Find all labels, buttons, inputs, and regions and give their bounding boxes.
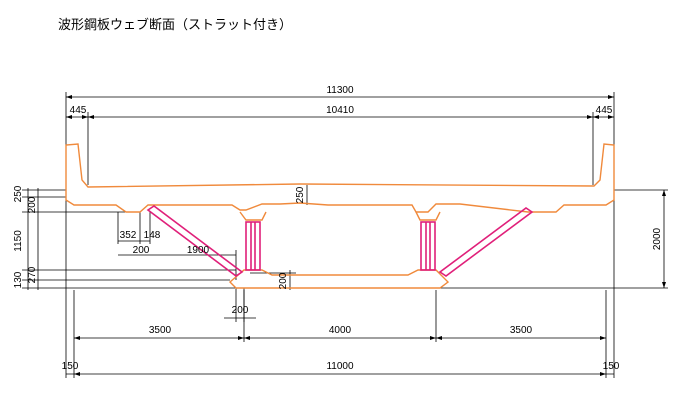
dim-bot-right-150: 150 (603, 361, 620, 372)
dim-left-250: 250 (13, 185, 24, 202)
dim-span-right: 3500 (510, 325, 533, 336)
dimension-texts: 11300 445 10410 445 250 200 1150 130 270… (13, 85, 663, 372)
dim-top-inner: 10410 (326, 105, 354, 116)
steel-webs (245, 221, 436, 271)
dim-top-right-overhang: 445 (596, 105, 613, 116)
dim-span-mid: 4000 (329, 325, 352, 336)
dim-haunch-148: 148 (144, 230, 161, 241)
dim-bottom-200-v: 200 (278, 272, 289, 289)
dim-left-270: 270 (27, 266, 38, 283)
drawing-title: 波形鋼板ウェブ断面（ストラット付き） (58, 18, 293, 33)
dim-bottom-200-h: 200 (232, 305, 249, 316)
dim-bot-total: 11000 (326, 361, 354, 372)
girder-outline (65, 143, 615, 289)
dimension-arrows (66, 95, 666, 376)
dim-haunch-200: 200 (133, 245, 150, 256)
dim-top-left-overhang: 445 (70, 105, 87, 116)
dim-right-2000: 2000 (652, 227, 663, 250)
dim-bot-left-150: 150 (62, 361, 79, 372)
struts (146, 205, 534, 277)
dimension-lines (22, 92, 668, 378)
dim-span-left: 3500 (149, 325, 172, 336)
dim-left-130: 130 (13, 271, 24, 288)
dim-strut-1900: 1900 (187, 245, 210, 256)
dim-deck-250: 250 (295, 186, 306, 203)
dim-top-total: 11300 (326, 85, 354, 96)
dim-haunch-352: 352 (120, 230, 137, 241)
dim-left-1150: 1150 (13, 230, 24, 252)
dim-left-200: 200 (27, 196, 38, 213)
